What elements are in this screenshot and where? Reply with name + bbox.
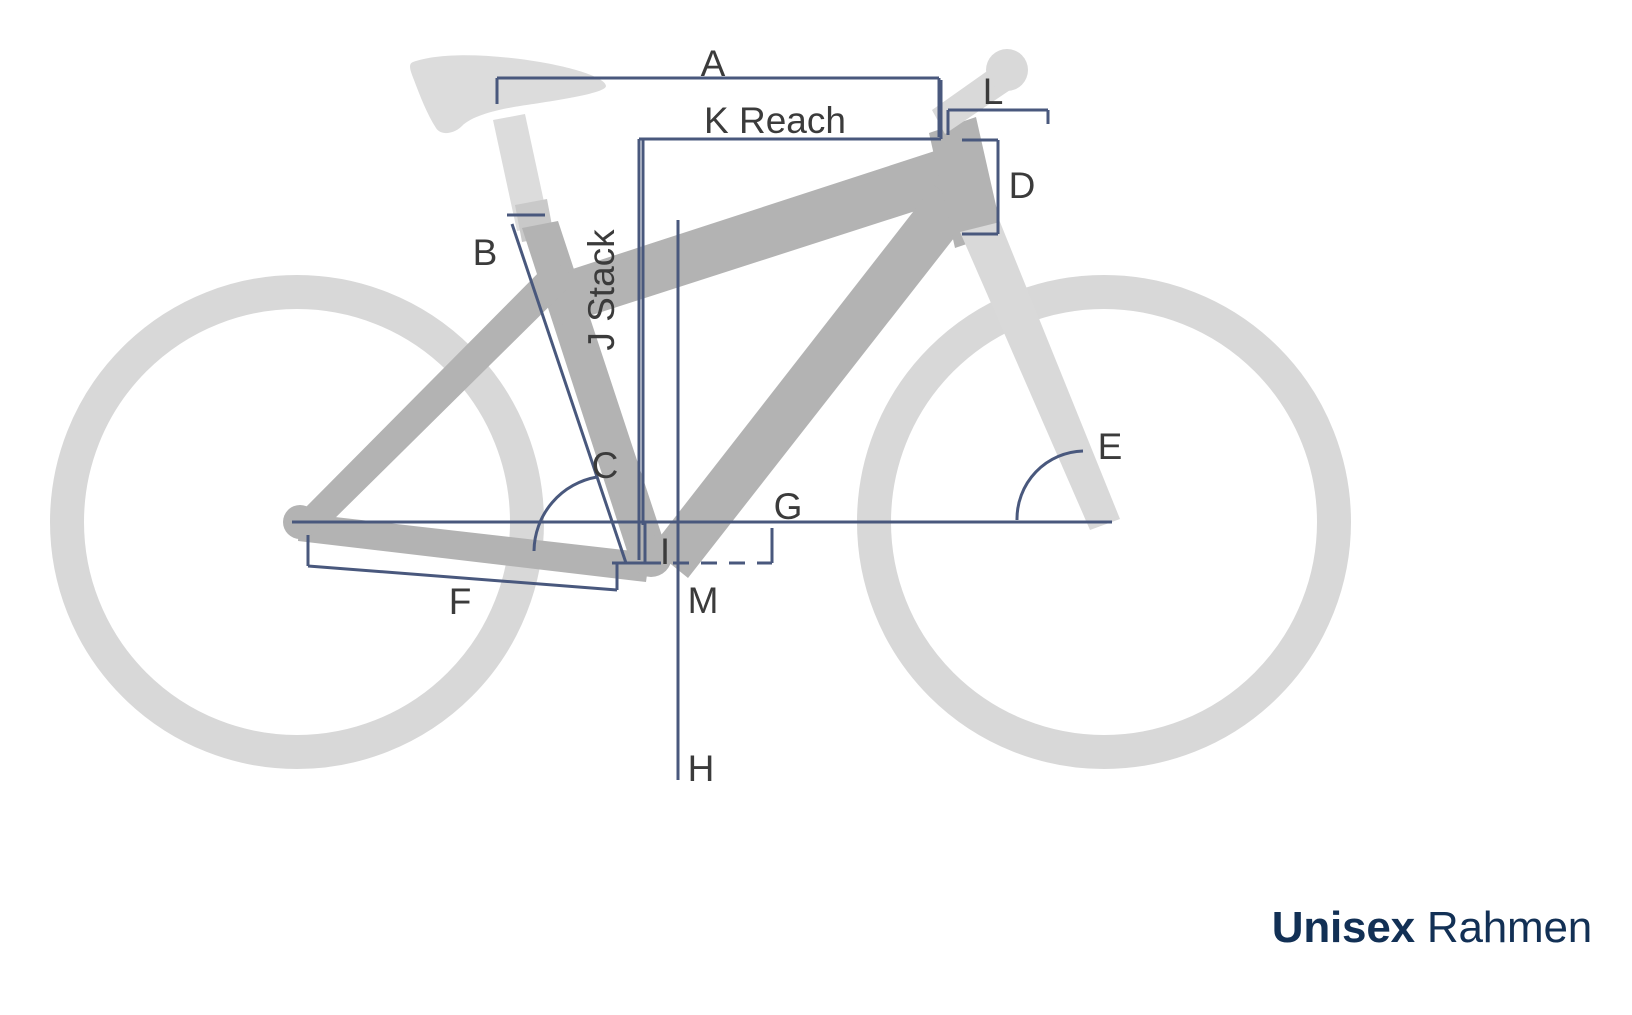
saddle	[410, 55, 606, 136]
label-J-stack: J Stack	[581, 229, 622, 351]
label-I: I	[660, 531, 670, 572]
dimension-E-arc	[1015, 449, 1084, 521]
dimension-C-arc	[532, 475, 598, 552]
dimension-F-line	[306, 535, 619, 592]
frame-type-caption: Unisex Rahmen	[1272, 903, 1592, 953]
caption-bold-word: Unisex	[1271, 903, 1415, 952]
fork	[960, 222, 1120, 530]
chainstay	[298, 513, 650, 582]
top-tube	[545, 147, 962, 326]
label-M: M	[688, 580, 719, 621]
label-D: D	[1009, 165, 1036, 206]
dimension-A-line	[495, 76, 941, 137]
label-B: B	[473, 232, 498, 273]
caption-regular-word: Rahmen	[1414, 903, 1592, 952]
seat-stay	[303, 258, 576, 531]
head-tube	[929, 117, 1002, 248]
handlebar-grip	[986, 49, 1028, 91]
label-E: E	[1098, 426, 1123, 467]
dimension-M-line	[645, 528, 774, 565]
label-L: L	[983, 71, 1004, 112]
down-tube	[651, 185, 972, 578]
dimension-lines	[292, 76, 1112, 780]
dimension-D-line	[962, 138, 1000, 236]
label-K-reach: K Reach	[704, 100, 846, 141]
label-A: A	[701, 43, 726, 84]
dimension-L-line	[946, 108, 1050, 135]
label-G: G	[774, 486, 803, 527]
label-F: F	[449, 581, 472, 622]
label-H: H	[688, 748, 715, 789]
dimension-labels: A B C D E F G H I J Stack K Reach L M	[449, 43, 1123, 789]
label-C: C	[592, 445, 619, 486]
bike-silhouette	[50, 49, 1351, 769]
dimension-K-reach-line	[641, 80, 943, 525]
